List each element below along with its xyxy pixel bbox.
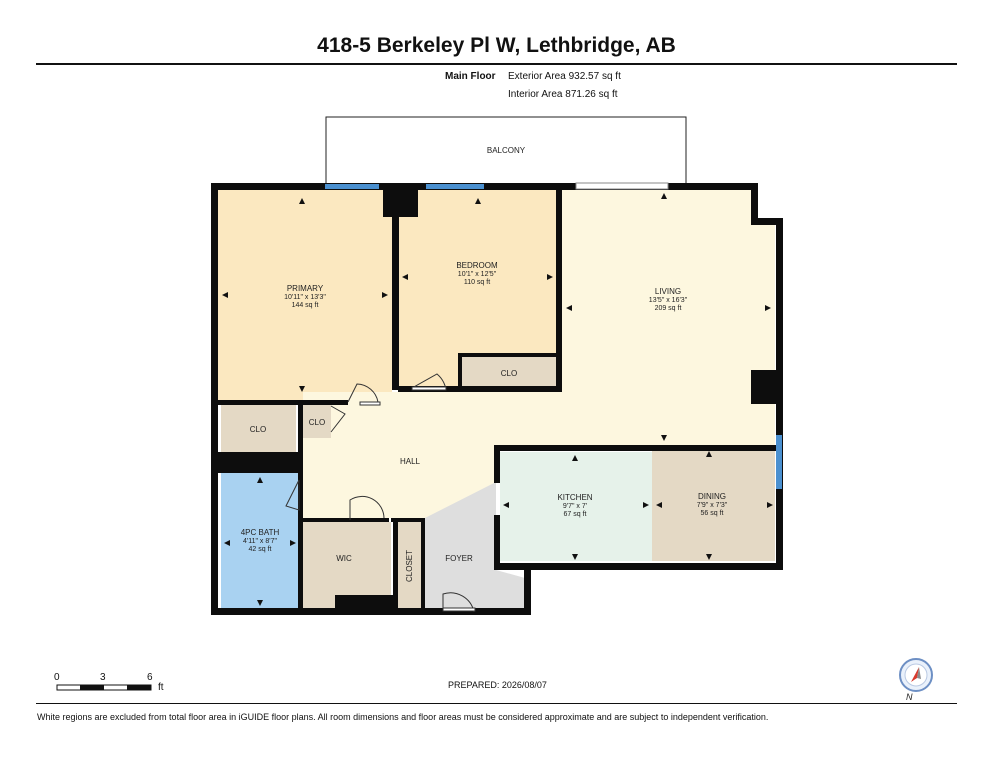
scale-unit: ft [158,682,164,693]
floor-plan: BALCONY PRIMARY 10'11" x 13'3" 144 sq ft… [56,116,783,691]
bath-dims: 4'11" x 8'7" [243,538,277,545]
kitchen-area: 67 sq ft [564,511,587,518]
compass-icon: N [899,658,933,702]
hall-area [303,392,775,518]
dining-label: DINING [698,492,726,501]
wic-room [303,522,391,608]
foyer-area [425,482,525,610]
primary-dims: 10'11" x 13'3" [284,294,326,301]
living-area: 209 sq ft [655,305,682,312]
exterior-area: Exterior Area 932.57 sq ft [508,71,621,82]
bath-area: 42 sq ft [249,546,272,553]
primary-closet-label: CLO [250,425,266,434]
floor-label: Main Floor [445,71,496,82]
kitchen-room [500,452,652,561]
closet-label: CLOSET [405,550,414,582]
foyer-label: FOYER [445,554,473,563]
balcony-label: BALCONY [487,146,526,155]
header-divider [36,63,957,65]
compass-north-label: N [906,692,913,702]
wic-label: WIC [336,554,352,563]
scale-label-3: 3 [100,672,106,683]
primary-room [218,190,392,402]
plan-title: 418-5 Berkeley Pl W, Lethbridge, AB [317,34,676,57]
scale-label-6: 6 [147,672,153,683]
disclaimer-text: White regions are excluded from total fl… [37,712,769,722]
small-closet-label: CLO [309,418,325,427]
footer-divider [36,703,957,704]
interior-area: Interior Area 871.26 sq ft [508,89,618,100]
bedroom-closet [462,356,556,388]
windows [325,182,782,489]
bedroom-area: 110 sq ft [464,279,490,286]
dining-area: 56 sq ft [701,510,724,517]
bath-room [221,473,299,608]
balcony-area [325,116,687,186]
small-closet [303,405,331,438]
dimension-markers [222,193,773,606]
dining-room [652,447,775,561]
kitchen-dims: 9'7" x 7' [563,503,587,510]
dining-dims: 7'9" x 7'3" [697,502,728,509]
hall-label: HALL [400,457,421,466]
living-label: LIVING [655,287,681,296]
primary-area: 144 sq ft [292,302,319,309]
primary-label: PRIMARY [287,284,324,293]
kitchen-label: KITCHEN [557,493,592,502]
doors [285,373,476,613]
walls [211,183,783,615]
primary-closet [221,405,296,452]
prepared-date: PREPARED: 2026/08/07 [448,680,547,690]
bedroom-dims: 10'1" x 12'5" [458,271,497,278]
scale-label-0: 0 [54,672,60,683]
bedroom-label: BEDROOM [456,261,498,270]
living-room [562,190,775,437]
bath-label: 4PC BATH [241,528,280,537]
living-dims: 13'5" x 16'3" [649,297,688,304]
closet-room [398,522,422,608]
scale-bar [56,684,152,691]
bedroom-closet-label: CLO [501,369,517,378]
